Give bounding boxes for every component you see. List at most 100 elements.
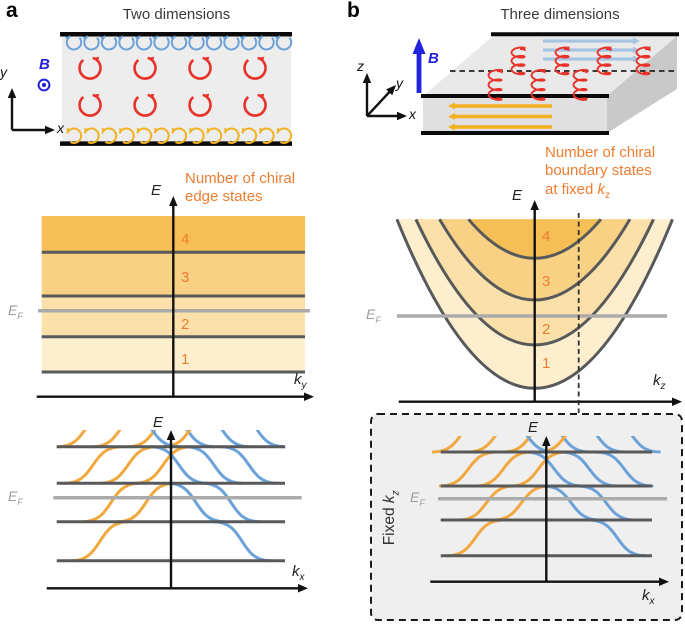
a-landau-k-label: ky	[294, 371, 307, 391]
skipping-orbit-arrow-icon	[257, 36, 263, 41]
b-landau-ef-label: EF	[366, 306, 381, 325]
skipping-orbit-arrow-icon	[99, 36, 106, 41]
edge-state-curve-blue	[185, 430, 216, 449]
a-disp-E-label: E	[153, 414, 164, 431]
cyclotron-orbit-icon	[243, 93, 267, 117]
top-boundary-current-arrowhead-icon	[633, 46, 640, 54]
edge-state-curve-orange	[81, 481, 141, 524]
b-y-axis-label: y	[396, 75, 403, 91]
b-landau-E-label: E	[512, 187, 523, 204]
spiral-orbit-icon	[554, 46, 570, 76]
panel-a-dispersion-diagram	[46, 430, 308, 593]
energy-axis-arrowhead-icon	[166, 430, 176, 440]
skipping-orbit-arrow-icon	[152, 36, 158, 41]
b-chiral-annotation-line3: at fixed kz	[545, 180, 611, 201]
skipping-orbit-arrow-icon	[206, 127, 212, 134]
cyclotron-orbit-arrow-icon	[202, 56, 210, 63]
spiral-orbit-icon	[530, 68, 546, 101]
a-landau-momentum-axis-arrowhead-icon	[304, 392, 314, 401]
a-count-4: 4	[181, 231, 190, 248]
spiral-orbit-arrow-icon	[520, 46, 526, 52]
sample-region	[62, 34, 291, 144]
spiral-orbit-icon	[487, 68, 503, 101]
edge-state-curve-orange	[63, 445, 123, 485]
edge-state-curve-orange	[133, 445, 193, 485]
b-landau-k-label: kz	[653, 372, 666, 392]
skipping-orbit-arrow-icon	[169, 36, 176, 41]
cyclotron-orbit-arrow-icon	[202, 93, 210, 100]
a-y-axis-arrowhead-icon	[7, 88, 17, 98]
cyclotron-orbit-icon	[78, 56, 102, 80]
edge-state-curve-blue	[184, 445, 244, 485]
skipping-orbit-arrow-icon	[224, 127, 229, 134]
skipping-orbit-arrow-icon	[117, 36, 123, 41]
edge-state-curve-blue	[220, 430, 251, 449]
panel-a-letter: a	[6, 0, 18, 22]
b-y-axis-arrowhead-icon	[386, 85, 396, 96]
a-disp-ef-label: EF	[8, 488, 23, 507]
skipping-orbit-arrow-icon	[136, 127, 142, 134]
panel-b-letter: b	[347, 0, 360, 22]
edge-state-curve-orange	[116, 481, 176, 524]
a-x-axis-arrowhead-icon	[45, 125, 55, 135]
momentum-axis-arrowhead-icon	[298, 584, 308, 593]
b-chiral-annotation-line2: boundary states	[545, 162, 652, 180]
b-disp-ef-label: EF	[410, 489, 425, 508]
panel-a-sample-schematic	[7, 31, 293, 146]
a-disp-k-label: kx	[292, 563, 305, 583]
skipping-orbit-arrow-icon	[82, 36, 88, 41]
energy-axis-arrowhead-icon	[542, 436, 551, 446]
skipping-orbit-arrow-icon	[64, 36, 71, 41]
front-boundary-current-arrowhead-icon	[448, 113, 455, 120]
panel-b-dispersion-diagram	[430, 436, 669, 586]
cyclotron-orbit-arrow-icon	[257, 93, 265, 100]
skipping-orbit-arrow-icon	[119, 127, 124, 134]
cyclotron-orbit-icon	[188, 56, 212, 80]
b-count-2: 2	[542, 321, 551, 338]
front-boundary-current-arrowhead-icon	[448, 102, 455, 110]
skipping-orbit-arrow-icon	[134, 36, 141, 41]
momentum-axis-arrowhead-icon	[659, 577, 669, 586]
spiral-orbit-arrow-icon	[540, 68, 546, 74]
b-y-axis	[366, 90, 392, 117]
cyclotron-orbit-icon	[133, 93, 157, 117]
b-chiral-annotation-line1: Number of chiral	[545, 144, 656, 161]
spiral-orbit-arrow-icon	[564, 46, 570, 52]
b-z-axis-arrowhead-icon	[362, 73, 372, 83]
b-z-axis-label: z	[357, 58, 364, 74]
skipping-orbit-arrow-icon	[66, 127, 72, 134]
cyclotron-orbit-icon	[78, 93, 102, 117]
skipping-orbit-arrow-icon	[204, 36, 211, 41]
cyclotron-orbit-icon	[243, 56, 267, 80]
skipping-orbit-arrow-icon	[259, 127, 264, 134]
skipping-orbit-arrow-icon	[189, 127, 194, 134]
cyclotron-orbit-arrow-icon	[147, 93, 155, 100]
b-count-3: 3	[542, 273, 551, 290]
edge-state-curve-orange	[56, 430, 87, 449]
edge-state-curve-orange	[91, 430, 122, 449]
edge-state-curve-orange	[98, 445, 158, 485]
spiral-orbit-arrow-icon	[497, 68, 503, 74]
cyclotron-orbit-arrow-icon	[147, 56, 155, 63]
spiral-orbit-icon	[510, 46, 526, 76]
spiral-orbit-arrow-icon	[606, 46, 612, 52]
a-landau-ef-label: EF	[8, 302, 23, 321]
b-landau-momentum-axis-arrowhead-icon	[672, 397, 682, 406]
a-chiral-annotation-line1: Number of chiral	[185, 170, 296, 187]
a-chiral-annotation: Number of chiral edge states	[185, 170, 295, 207]
b-field-arrow	[412, 38, 426, 93]
b-disp-k-label: kx	[642, 587, 655, 607]
edge-state-curve-blue	[166, 481, 226, 524]
a-y-axis-label: y	[0, 64, 7, 80]
spiral-orbit-arrow-icon	[582, 68, 588, 74]
b-landau-energy-axis-arrowhead-icon	[530, 200, 539, 210]
panel-b-landau-diagram	[395, 200, 682, 413]
slab-right-face	[607, 36, 677, 133]
b-x-axis-arrowhead-icon	[397, 111, 407, 121]
skipping-orbit-arrow-icon	[101, 127, 107, 134]
cyclotron-orbit-arrow-icon	[257, 56, 265, 63]
skipping-orbit-arrow-icon	[154, 127, 159, 134]
fixed-kz-box	[370, 413, 683, 621]
